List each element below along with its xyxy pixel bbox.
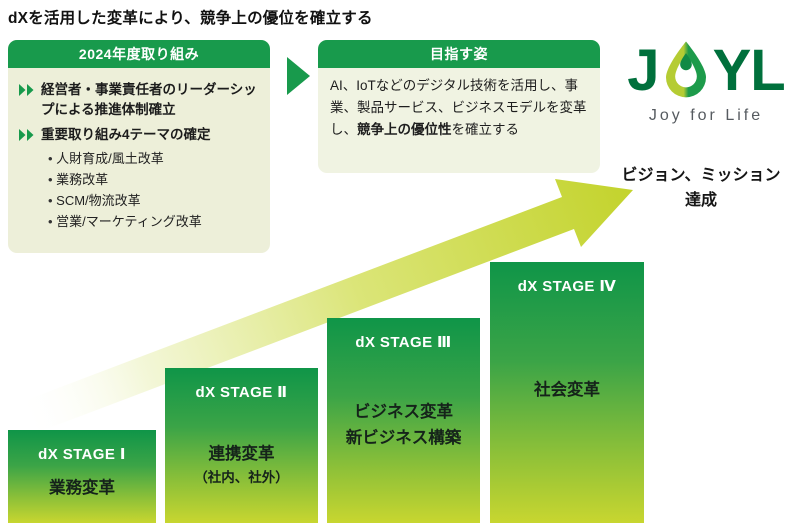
- joyl-logo-wordmark: J YL: [612, 38, 800, 104]
- double-chevron-icon: [19, 84, 34, 96]
- initiative-item-text: 重要取り組み4テーマの確定: [41, 126, 211, 142]
- stage-label-sub: （社内、社外）: [194, 469, 289, 485]
- stage-label: 社会変革: [490, 378, 644, 404]
- theme-item: 人財育成/風土改革: [48, 148, 258, 169]
- stage-bar-1: dX STAGE Ⅰ 業務変革: [8, 430, 156, 523]
- initiative-item: 経営者・事業責任者のリーダーシップによる推進体制確立: [18, 80, 258, 121]
- droplet-icon: [665, 41, 706, 98]
- initiatives-box-header: 2024年度取り組み: [8, 40, 270, 68]
- double-chevron-icon: [19, 128, 34, 141]
- stage-label-sub: 新ビジネス構築: [345, 428, 462, 447]
- goal-text-before: AI、IoTなどのデジタル技術を活用し、事業、製品サービス、ビジネスモデルを変革…: [330, 78, 587, 137]
- goal-text-after: を確立する: [451, 121, 520, 137]
- stage-title: dX STAGE Ⅰ: [38, 446, 126, 463]
- stage-label: 連携変革 （社内、社外）: [165, 442, 318, 488]
- vision-label-line2: 達成: [684, 191, 717, 209]
- logo-letters-yl: YL: [712, 38, 786, 103]
- stage-bar-2: dX STAGE Ⅱ 連携変革 （社内、社外）: [165, 368, 318, 523]
- stage-label-main: 連携変革: [208, 445, 275, 463]
- vision-label-line1: ビジョン、ミッション: [621, 167, 781, 184]
- stage-label-main: 社会変革: [534, 381, 600, 399]
- stage-bar-3: dX STAGE Ⅲ ビジネス変革 新ビジネス構築: [327, 318, 480, 523]
- stage-label: ビジネス変革 新ビジネス構築: [327, 400, 480, 451]
- goal-box-text: AI、IoTなどのデジタル技術を活用し、事業、製品サービス、ビジネスモデルを変革…: [318, 68, 600, 149]
- initiatives-box-body: 経営者・事業責任者のリーダーシップによる推進体制確立 重要取り組み4テーマの確定…: [8, 68, 270, 240]
- theme-item: SCM/物流改革: [48, 190, 258, 211]
- initiative-item: 重要取り組み4テーマの確定: [18, 125, 258, 145]
- goal-text-bold: 競争上の優位性: [357, 121, 452, 137]
- initiative-item-text: 経営者・事業責任者のリーダーシップによる推進体制確立: [41, 82, 257, 118]
- stage-label: 業務変革: [8, 476, 156, 502]
- goal-box: 目指す姿 AI、IoTなどのデジタル技術を活用し、事業、製品サービス、ビジネスモ…: [318, 40, 600, 173]
- stage-title: dX STAGE Ⅲ: [355, 334, 452, 351]
- logo-tagline: Joy for Life: [648, 107, 764, 124]
- theme-item: 業務改革: [48, 169, 258, 190]
- stage-title: dX STAGE Ⅱ: [195, 384, 288, 401]
- flow-arrow-icon: [287, 57, 310, 95]
- vision-label: ビジョン、ミッション 達成: [602, 164, 800, 214]
- stage-bar-4: dX STAGE Ⅳ 社会変革: [490, 262, 644, 523]
- page-title: dXを活用した変革により、競争上の優位を確立する: [8, 10, 373, 27]
- initiatives-box: 2024年度取り組み 経営者・事業責任者のリーダーシップによる推進体制確立 重要…: [8, 40, 270, 253]
- initiative-theme-list: 人財育成/風土改革 業務改革 SCM/物流改革 営業/マーケティング改革: [18, 148, 258, 232]
- joyl-logo: J YL Joy for Life: [612, 38, 800, 125]
- stage-label-main: ビジネス変革: [354, 403, 453, 421]
- logo-letter-j: J: [627, 38, 659, 103]
- goal-box-header: 目指す姿: [318, 40, 600, 68]
- stage-label-main: 業務変革: [49, 479, 115, 497]
- stage-title: dX STAGE Ⅳ: [517, 278, 617, 295]
- theme-item: 営業/マーケティング改革: [48, 211, 258, 232]
